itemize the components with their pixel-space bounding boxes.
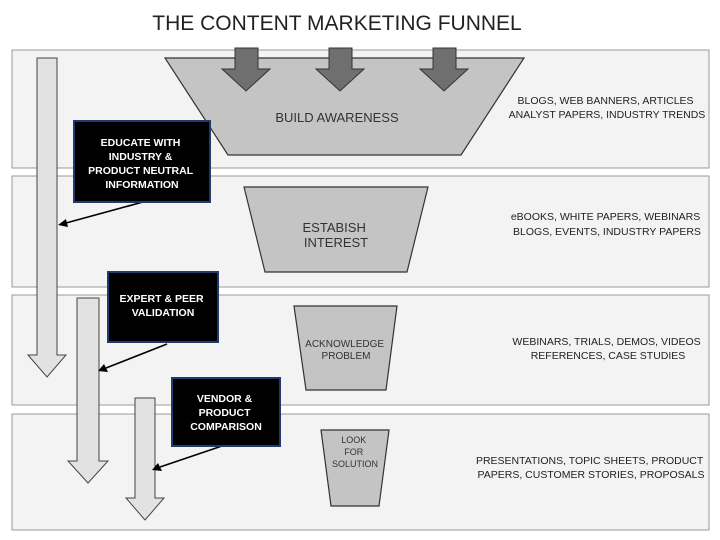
diagram-title: THE CONTENT MARKETING FUNNEL <box>152 12 521 35</box>
stage-content-problem: WEBINARS, TRIALS, DEMOS, VIDEOS REFERENC… <box>512 336 703 362</box>
connector-arrow-1 <box>65 201 144 224</box>
stage-label-interest: ESTABISH INTEREST <box>303 220 370 250</box>
connector-arrow-3 <box>159 445 223 468</box>
callout-text-validation: EXPERT & PEER VALIDATION <box>120 293 207 319</box>
funnel-stage-problem <box>293 305 398 391</box>
stage-label-awareness: BUILD AWARENESS <box>275 110 399 125</box>
connector-arrowhead-1 <box>58 219 68 227</box>
top-input-arrow <box>220 47 272 92</box>
connector-arrow-2 <box>105 343 168 369</box>
stage-content-awareness: BLOGS, WEB BANNERS, ARTICLES ANALYST PAP… <box>509 95 706 121</box>
funnel-stage-solution <box>320 429 390 507</box>
callout-text-comparison: VENDOR & PRODUCT COMPARISON <box>190 393 262 433</box>
connector-arrowhead-2 <box>98 364 108 372</box>
callout-box-comparison <box>171 377 281 447</box>
top-input-arrow <box>418 47 470 92</box>
stage-content-solution: PRESENTATIONS, TOPIC SHEETS, PRODUCT PAP… <box>476 455 706 481</box>
stage-label-problem: ACKNOWLEDGE PROBLEM <box>305 339 387 362</box>
callout-text-educate: EDUCATE WITH INDUSTRY & PRODUCT NEUTRAL … <box>88 137 196 191</box>
stage-content-interest: eBOOKS, WHITE PAPERS, WEBINARS BLOGS, EV… <box>511 211 703 238</box>
stage-label-solution: LOOK FOR SOLUTION <box>332 435 378 469</box>
connector-arrowhead-3 <box>152 463 162 471</box>
journey-arrow-2 <box>66 297 110 484</box>
top-input-arrow <box>314 47 366 92</box>
journey-arrow-3 <box>124 397 166 521</box>
callout-box-validation <box>107 271 219 343</box>
funnel-stage-interest <box>243 186 429 273</box>
callout-box-educate <box>73 120 211 203</box>
journey-arrow-1 <box>26 57 68 378</box>
